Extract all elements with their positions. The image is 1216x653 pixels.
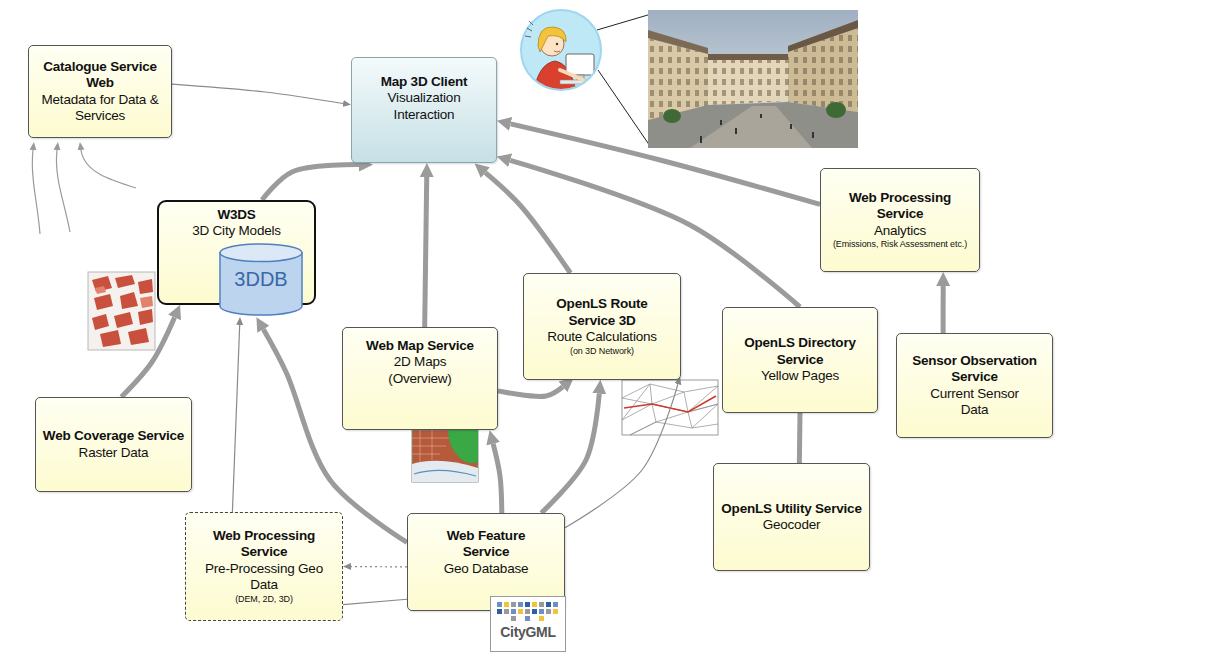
service-box: Catalogue Service WebMetadata for Data &… xyxy=(28,45,172,138)
box-text: Pre-Processing Geo Data xyxy=(192,561,336,594)
curve-arrow xyxy=(32,150,40,234)
box-text: Yellow Pages xyxy=(761,368,839,384)
arrow-connector xyxy=(351,566,407,568)
arrow-connector xyxy=(565,384,678,528)
citygml-logo: CityGML xyxy=(490,596,566,652)
box-text: (DEM, 2D, 3D) xyxy=(235,594,293,605)
box-title: Web Coverage Service xyxy=(43,428,184,444)
box-text: Analytics xyxy=(874,223,926,239)
city-model-image xyxy=(88,272,155,350)
service-box: OpenLS Utility ServiceGeocoder xyxy=(713,463,870,571)
arrow-connector xyxy=(121,317,174,397)
arrow-connector xyxy=(493,444,502,513)
box-text: Metadata for Data & Services xyxy=(35,92,165,125)
box-title: Catalogue Service Web xyxy=(35,59,165,92)
connector-line xyxy=(797,413,803,463)
logo-text: CityGML xyxy=(491,624,565,640)
box-title: Sensor Observation Service xyxy=(903,353,1046,386)
user-figure xyxy=(521,10,601,92)
box-text: (on 3D Network) xyxy=(570,346,634,357)
database-cylinder: 3DDB xyxy=(219,243,303,317)
box-title: Map 3D Client xyxy=(381,74,468,90)
box-text: 2D Maps (Overview) xyxy=(380,354,460,387)
box-title: OpenLS Utility Service xyxy=(721,501,861,517)
box-text: Current Sensor Data xyxy=(922,386,1027,419)
incoming-curves xyxy=(32,150,136,234)
box-title: Web Processing Service xyxy=(827,190,973,223)
arrow-connector xyxy=(498,387,563,397)
box-title: Web Processing Service xyxy=(192,528,336,561)
arrow-connector xyxy=(172,84,343,103)
arrow-connector xyxy=(541,394,599,513)
box-text: Visualization Interaction xyxy=(358,90,490,123)
arrow-connector xyxy=(485,173,570,273)
logo-squares xyxy=(497,602,559,622)
box-text: 3D City Models xyxy=(192,223,281,239)
box-text: Route Calculations xyxy=(547,329,657,345)
city-screenshot xyxy=(648,10,858,148)
box-title: Web Feature Service xyxy=(436,528,536,561)
box-title: OpenLS Directory Service xyxy=(729,335,871,368)
curve-arrow xyxy=(56,150,70,232)
arrow-connector xyxy=(232,325,239,512)
box-text: Raster Data xyxy=(79,445,149,461)
network-mesh-image xyxy=(622,380,718,435)
arrow-connector xyxy=(941,286,946,333)
box-text: (Emissions, Risk Assessment etc.) xyxy=(833,239,967,250)
service-box: Sensor Observation ServiceCurrent Sensor… xyxy=(896,333,1053,438)
service-box: Web Processing ServicePre-Processing Geo… xyxy=(185,512,343,621)
service-box: Web Map Service2D Maps (Overview) xyxy=(342,327,498,430)
service-box: OpenLS Route Service 3DRoute Calculation… xyxy=(523,273,681,380)
service-box: Web Processing ServiceAnalytics(Emission… xyxy=(820,168,980,272)
service-box: W3DS3D City Models 3DDB xyxy=(157,200,316,305)
cylinder-top xyxy=(220,244,302,262)
service-box: Web Coverage ServiceRaster Data xyxy=(35,397,192,492)
box-text: Geocoder xyxy=(763,517,821,533)
client-box: Map 3D ClientVisualization Interaction xyxy=(351,57,497,163)
arrow-connector xyxy=(425,177,427,327)
box-title: W3DS xyxy=(217,207,255,223)
box-title: Web Map Service xyxy=(366,338,474,354)
box-title: OpenLS Route Service 3D xyxy=(545,296,660,329)
box-text: Geo Database xyxy=(444,561,529,577)
box-title: 3DDB xyxy=(234,267,287,291)
arrow-connector xyxy=(262,165,359,200)
map-image xyxy=(412,430,478,482)
arrow-connector xyxy=(511,124,820,205)
service-box: OpenLS Directory ServiceYellow Pages xyxy=(722,307,878,413)
curve-arrow xyxy=(81,150,136,188)
connector-line xyxy=(343,599,407,604)
